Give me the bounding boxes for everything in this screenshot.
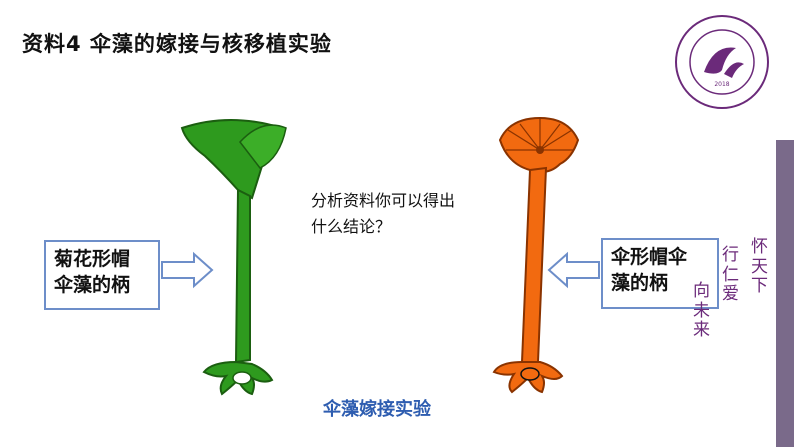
motto-char: 行 (722, 245, 739, 265)
side-band (776, 140, 794, 447)
motto-column-3: 向 未 来 (693, 281, 710, 341)
right-label-line2: 藻的柄 (611, 271, 669, 294)
question-line1: 分析资料你可以得出 (311, 191, 456, 210)
arrow-right-icon (161, 251, 214, 289)
slide-title: 资料4 伞藻的嫁接与核移植实验 (22, 32, 332, 56)
motto-char: 下 (751, 276, 768, 297)
school-motto: 怀 天 下 行 仁 爱 向 未 来 (693, 237, 768, 341)
left-label-line2: 伞藻的柄 (54, 273, 131, 296)
motto-char: 未 (693, 300, 710, 321)
motto-char: 来 (693, 320, 710, 341)
motto-char: 天 (751, 256, 768, 277)
motto-column-2: 行 仁 爱 (722, 245, 739, 341)
motto-char: 仁 (722, 264, 739, 285)
motto-char: 怀 (751, 237, 768, 257)
right-label-box: 伞形帽伞 藻的柄 (601, 238, 719, 309)
green-alga-illustration (180, 119, 287, 396)
orange-alga-illustration (492, 116, 580, 394)
motto-char: 向 (693, 281, 710, 301)
motto-column-1: 怀 天 下 (751, 237, 768, 341)
school-seal-logo: 2018 (675, 15, 769, 109)
question-line2: 什么结论？ (311, 216, 392, 236)
experiment-caption: 伞藻嫁接实验 (323, 399, 431, 420)
right-label-line1: 伞形帽伞 (611, 246, 688, 268)
left-label-box: 菊花形帽 伞藻的柄 (44, 240, 160, 310)
motto-char: 爱 (722, 284, 739, 305)
left-label-line1: 菊花形帽 (54, 248, 131, 270)
arrow-left-icon (547, 251, 600, 289)
question-text: 分析资料你可以得出 什么结论？ (311, 188, 455, 239)
seal-year: 2018 (714, 81, 729, 88)
